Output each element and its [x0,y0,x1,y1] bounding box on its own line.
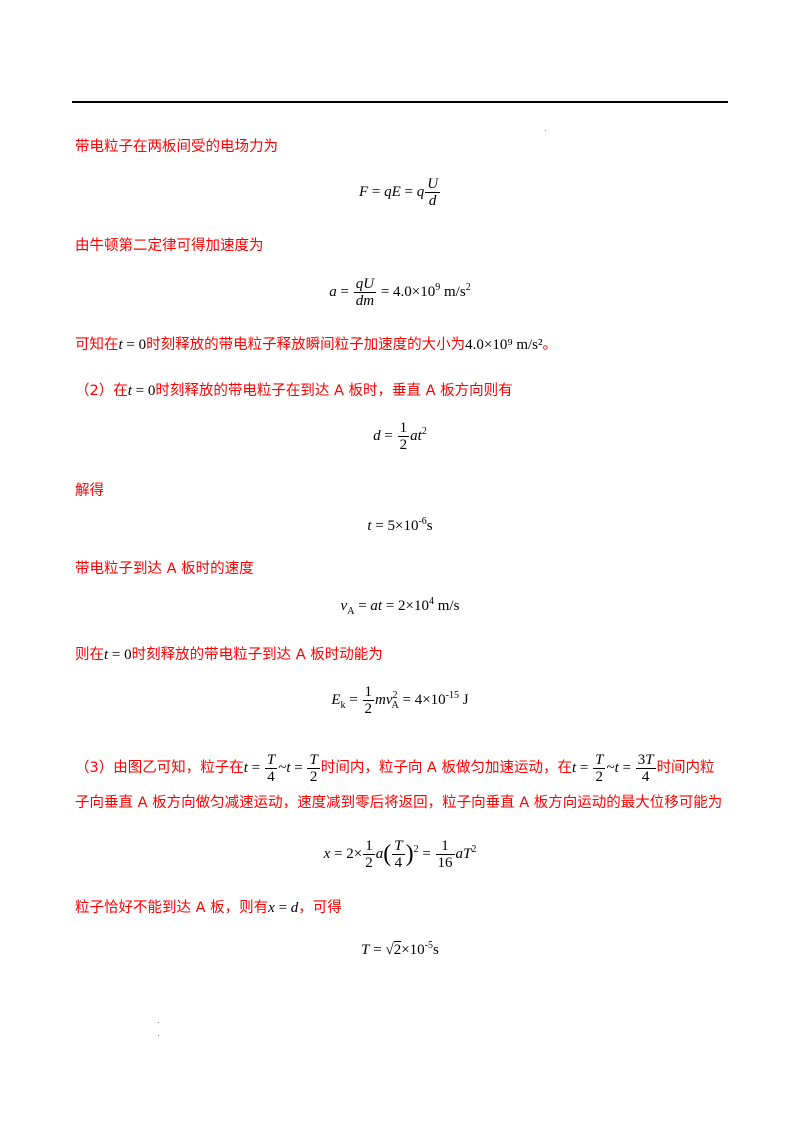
text-line: 带电粒子到达 A 板时的速度 [75,561,254,577]
equation-velocity: vA = at = 2×104 m/s [340,596,460,617]
stray-dot [158,1022,159,1023]
text-line: 由牛顿第二定律可得加速度为 [75,238,264,254]
stray-dot [158,1035,159,1036]
text-line: 子向垂直 A 板方向做匀减速运动，速度减到零后将返回，粒子向垂直 A 板方向运动… [75,795,723,811]
text-line: （2）在t = 0时刻释放的带电粒子在到达 A 板时，垂直 A 板方向则有 [75,383,513,399]
header-rule [72,101,728,103]
text-line: 解得 [75,483,104,499]
text-line: 带电粒子在两板间受的电场力为 [75,139,278,155]
text-line: 则在t = 0时刻释放的带电粒子到达 A 板时动能为 [75,647,383,663]
text-line: 可知在t = 0时刻释放的带电粒子释放瞬间粒子加速度的大小为4.0×10⁹ m/… [75,337,557,353]
text-line: 粒子恰好不能到达 A 板，则有x = d，可得 [75,900,342,916]
equation-period: T = √2×10-5s [361,940,439,959]
stray-dot [545,130,546,131]
equation-time: t = 5×10-6s [367,516,433,535]
